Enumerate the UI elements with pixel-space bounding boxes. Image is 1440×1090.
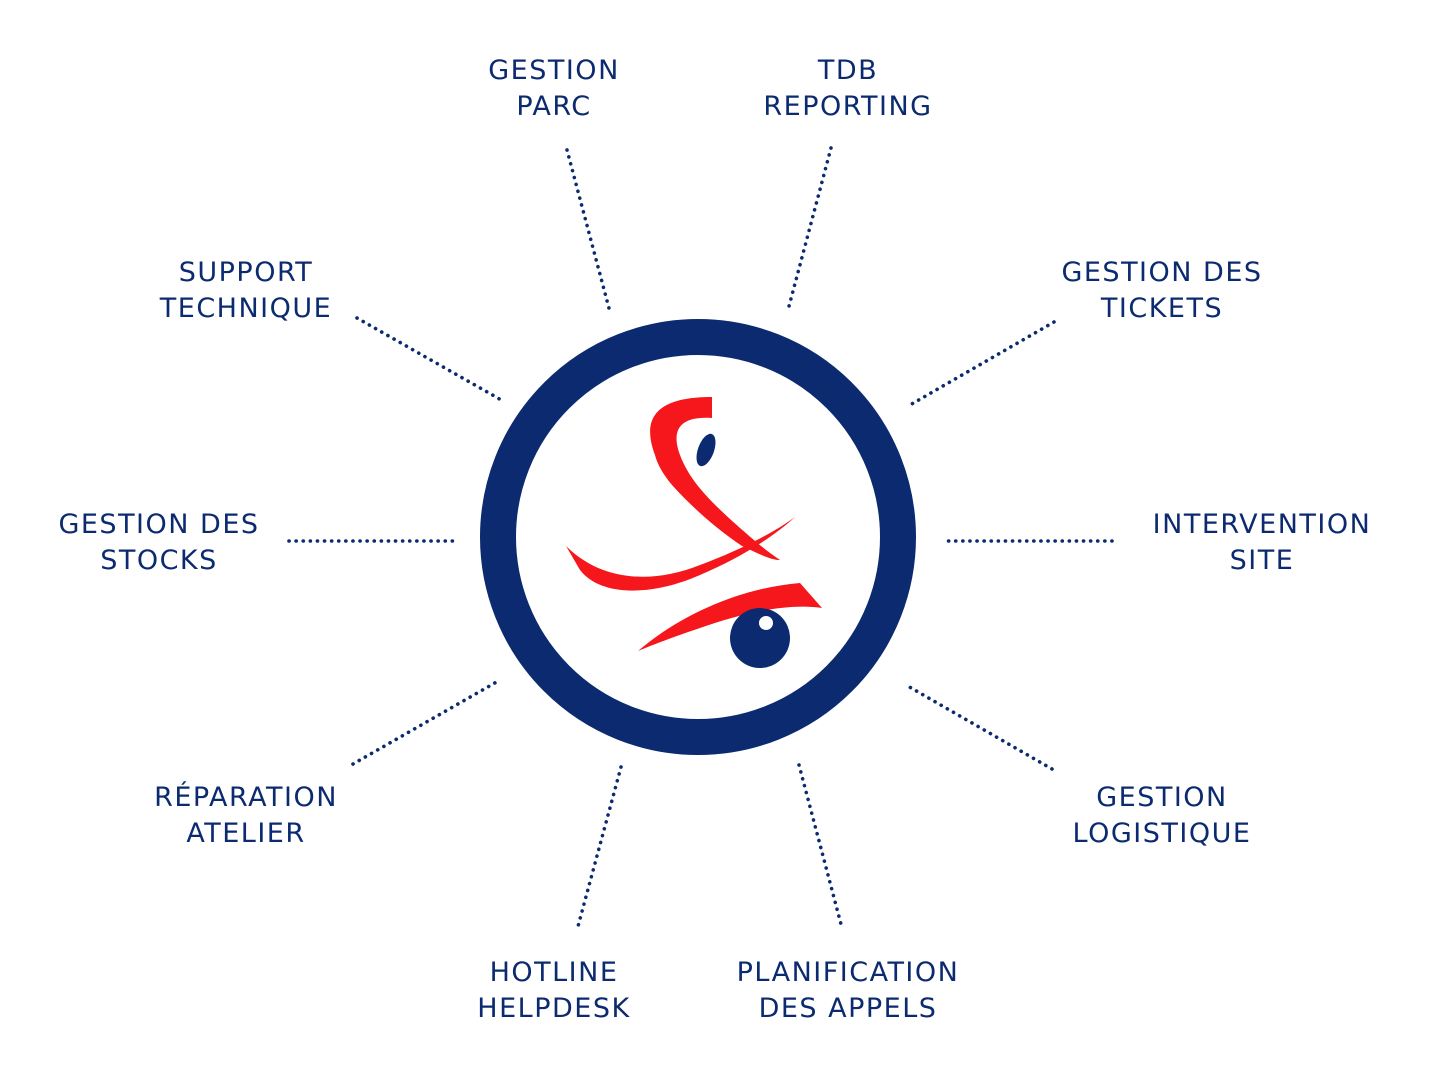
logo-outer-ring	[480, 319, 916, 755]
logo-small-eye	[696, 433, 716, 467]
label-reparation-atelier: RÉPARATION ATELIER	[154, 782, 338, 849]
connector-hotline-helpdesk	[575, 765, 623, 932]
logo-red-arm-stroke	[566, 517, 795, 591]
label-planification-des-appels: PLANIFICATION DES APPELS	[736, 957, 960, 1024]
label-hotline-helpdesk: HOTLINE HELPDESK	[477, 957, 631, 1024]
connector-reparation-atelier	[351, 678, 502, 766]
label-gestion-parc: GESTION PARC	[488, 55, 620, 122]
label-gestion-des-stocks: GESTION DES STOCKS	[58, 509, 260, 576]
center-logo	[480, 319, 916, 755]
logo-head-ball	[730, 608, 790, 668]
connector-support-technique	[355, 316, 505, 403]
connector-gestion-des-tickets	[908, 320, 1056, 407]
connector-lines	[287, 146, 1114, 932]
connector-gestion-parc	[565, 148, 612, 314]
connector-gestion-logistique	[904, 683, 1054, 771]
connector-tdb-reporting	[786, 146, 833, 312]
label-tdb-reporting: TDB REPORTING	[763, 55, 933, 122]
label-gestion-des-tickets: GESTION DES TICKETS	[1061, 257, 1263, 324]
label-gestion-logistique: GESTION LOGISTIQUE	[1072, 782, 1252, 849]
connector-planification-des-appels	[797, 763, 844, 930]
logo-red-leg-stroke	[638, 583, 822, 651]
logo-red-hook-stroke	[650, 397, 780, 560]
label-intervention-site: INTERVENTION SITE	[1152, 509, 1372, 576]
label-support-technique: SUPPORT TECHNIQUE	[159, 257, 333, 324]
logo-head-highlight	[759, 616, 773, 630]
